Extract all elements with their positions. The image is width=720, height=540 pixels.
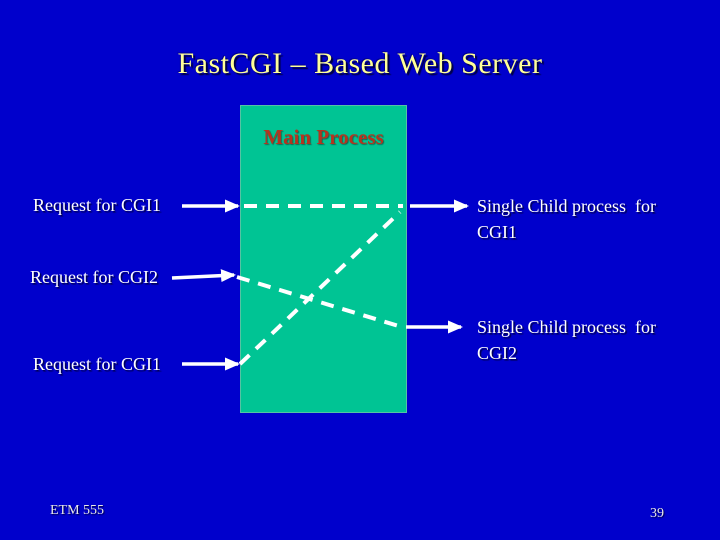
label-request-cgi1-bottom: Request for CGI1 (33, 354, 161, 374)
main-process-label: Main Process (263, 125, 384, 149)
label-single-child-cgi1: Single Child process for CGI1 (477, 193, 656, 245)
label-request-cgi2: Request for CGI2 (30, 267, 158, 287)
arrow-request-cgi2 (171, 269, 236, 283)
slide-title: FastCGI – Based Web Server (177, 47, 543, 80)
label-request-cgi1-top: Request for CGI1 (33, 195, 161, 215)
main-process-box: Main Process (240, 105, 407, 413)
label-single-child-cgi2-line2: CGI2 (477, 343, 517, 363)
label-single-child-cgi1-line1: Single Child process for (477, 196, 656, 216)
slide-page-number: 39 (650, 506, 664, 521)
label-single-child-cgi2: Single Child process for CGI2 (477, 314, 656, 366)
label-single-child-cgi2-line1: Single Child process for (477, 317, 656, 337)
footer-course-code: ETM 555 (50, 503, 105, 518)
label-single-child-cgi1-line2: CGI1 (477, 222, 517, 242)
